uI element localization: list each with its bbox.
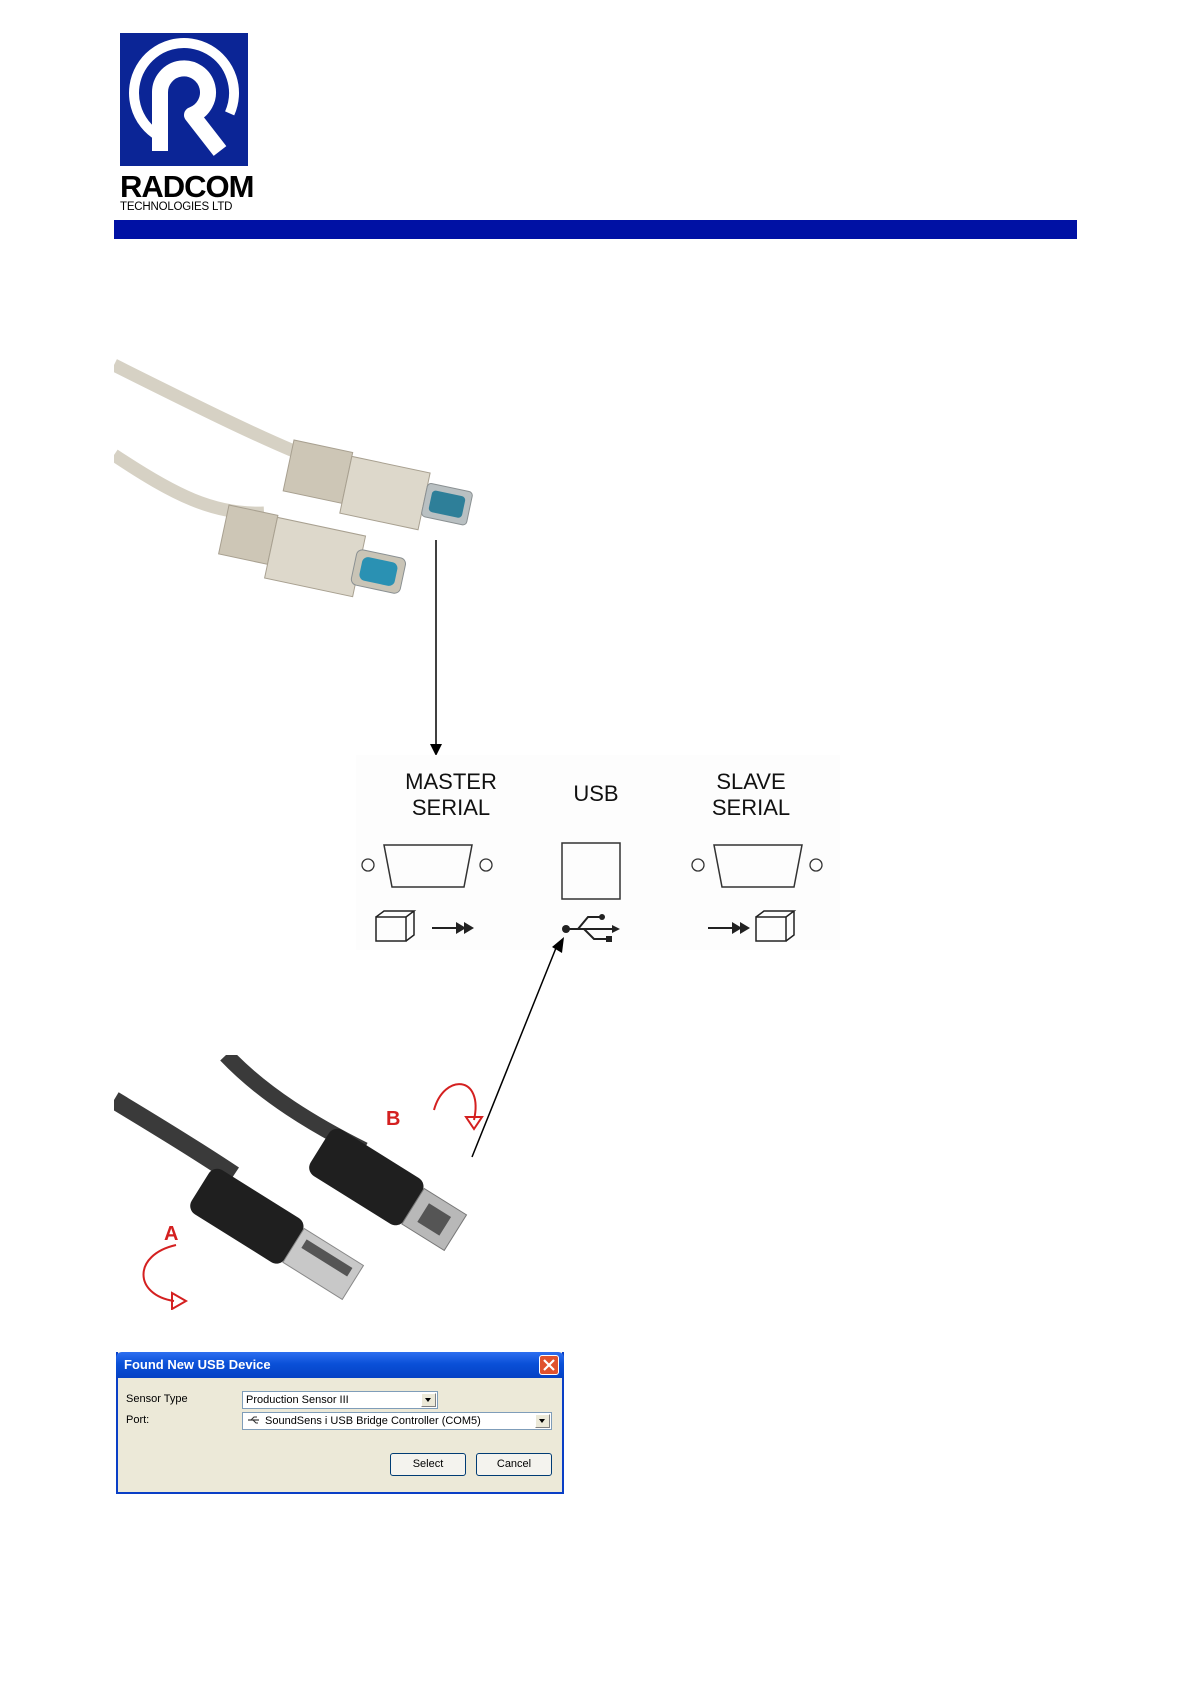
- sensor-type-value: Production Sensor III: [246, 1394, 349, 1406]
- port-select[interactable]: SoundSens i USB Bridge Controller (COM5): [242, 1412, 552, 1430]
- arrow-to-master-serial: [426, 540, 446, 758]
- master-serial-port-icon: [384, 845, 472, 887]
- chevron-down-icon[interactable]: [421, 1393, 436, 1407]
- master-output-icon: [376, 911, 474, 941]
- logo-mark: [120, 33, 248, 166]
- logo-subtitle: TECHNOLOGIES LTD: [120, 201, 232, 214]
- usb-port-icon: [562, 843, 620, 899]
- master-screw-left-icon: [362, 859, 374, 871]
- rotate-b-icon: [434, 1084, 476, 1120]
- port-value-wrap: SoundSens i USB Bridge Controller (COM5): [247, 1415, 481, 1427]
- sensor-type-label: Sensor Type: [126, 1393, 188, 1405]
- usb-cable-image: B A: [114, 1055, 494, 1310]
- close-icon: [540, 1356, 558, 1374]
- port-label: Port:: [126, 1414, 149, 1426]
- found-new-usb-device-dialog: Found New USB Device Sensor Type Product…: [116, 1352, 564, 1494]
- master-serial-label: MASTER SERIAL: [356, 769, 546, 821]
- logo-name: RADCOM: [120, 171, 254, 202]
- sensor-type-select[interactable]: Production Sensor III: [242, 1391, 438, 1409]
- serial-cable-image: [114, 345, 474, 635]
- usb-b-label: B: [386, 1108, 400, 1130]
- port-panel-diagram: MASTER SERIAL USB SLAVE SERIAL: [356, 755, 840, 950]
- panel-port-shapes: [356, 835, 840, 950]
- slave-input-icon: [708, 911, 794, 941]
- chevron-down-icon[interactable]: [535, 1414, 550, 1428]
- usb-label: USB: [546, 781, 646, 807]
- dialog-title: Found New USB Device: [124, 1357, 271, 1372]
- select-button[interactable]: Select: [390, 1453, 466, 1476]
- usb-a-label: A: [164, 1223, 178, 1245]
- logo-r-icon: [120, 33, 248, 166]
- radcom-logo: RADCOM TECHNOLOGIES LTD: [120, 33, 250, 213]
- usb-icon: [247, 1415, 261, 1425]
- usb-trident-icon: [562, 914, 620, 942]
- close-button[interactable]: [539, 1355, 559, 1375]
- cancel-button[interactable]: Cancel: [476, 1453, 552, 1476]
- port-value: SoundSens i USB Bridge Controller (COM5): [265, 1415, 481, 1427]
- slave-screw-left-icon: [692, 859, 704, 871]
- master-screw-right-icon: [480, 859, 492, 871]
- dialog-title-bar[interactable]: Found New USB Device: [116, 1352, 564, 1378]
- slave-serial-port-icon: [714, 845, 802, 887]
- header-bar: [114, 220, 1077, 239]
- slave-screw-right-icon: [810, 859, 822, 871]
- slave-serial-label: SLAVE SERIAL: [656, 769, 846, 821]
